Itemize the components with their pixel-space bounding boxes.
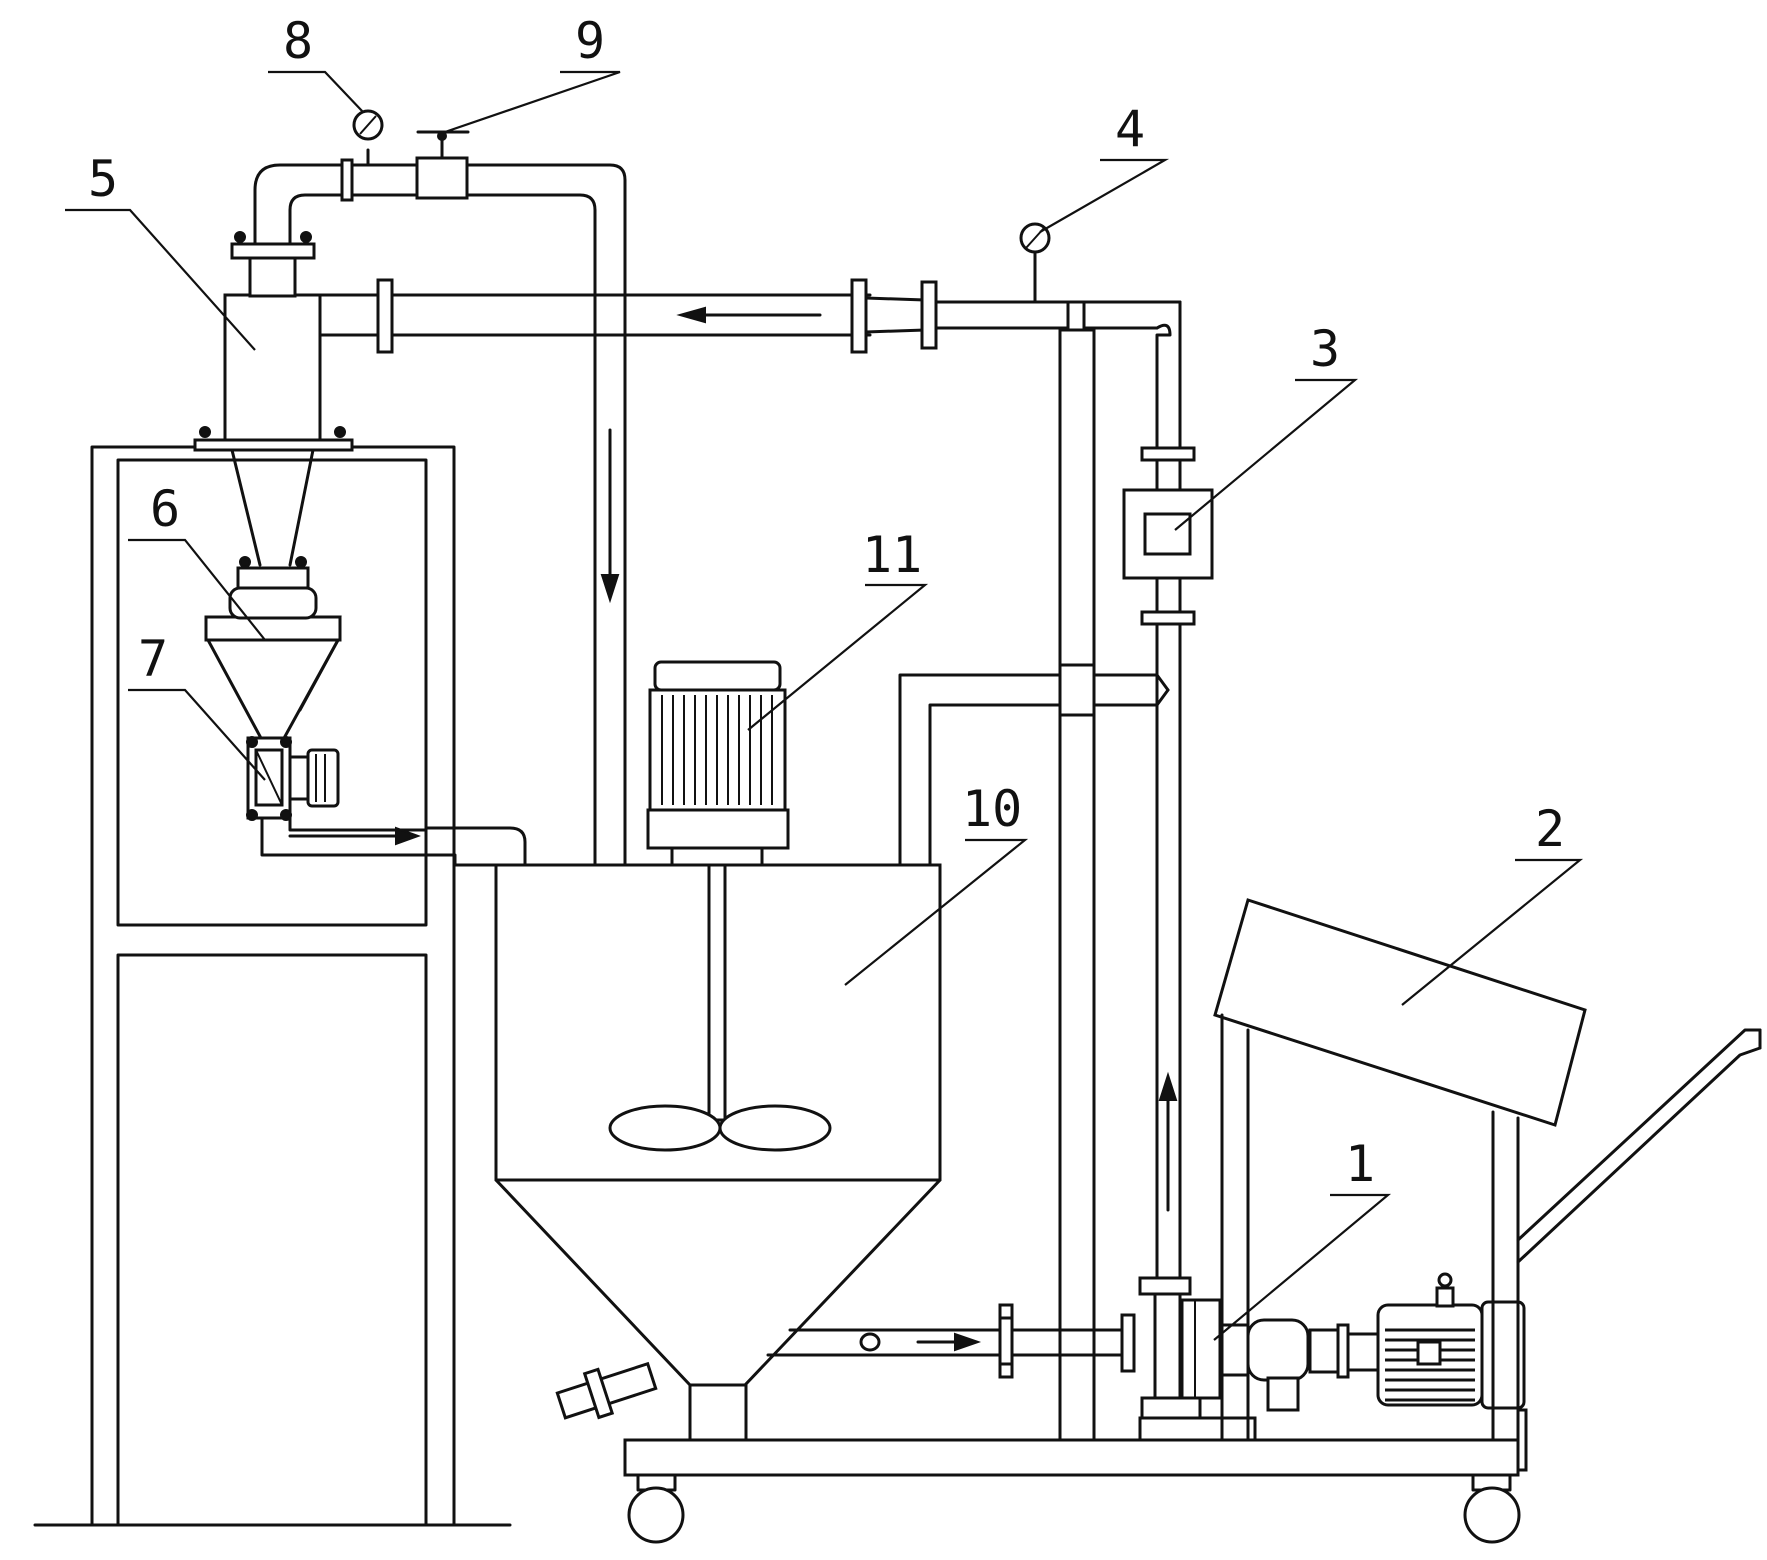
cart-handle <box>1516 1028 1762 1264</box>
agitator-motor <box>646 660 790 1122</box>
top-return-pipe <box>253 109 627 867</box>
callout-label-4: 4 <box>1115 100 1145 158</box>
callout-label-1: 1 <box>1345 1135 1375 1193</box>
callout-labels: 8 9 4 5 6 7 3 11 10 2 1 <box>88 12 1565 1193</box>
rotary-feeder <box>246 736 340 821</box>
pressure-gauge-4 <box>1019 222 1051 304</box>
callout-label-10: 10 <box>962 780 1022 838</box>
caster-wheel-left <box>627 1473 685 1544</box>
callout-label-3: 3 <box>1310 320 1340 378</box>
callout-label-9: 9 <box>575 12 605 70</box>
callout-label-7: 7 <box>138 630 168 688</box>
control-box <box>1213 898 1587 1442</box>
downflow-arrow <box>600 428 620 604</box>
feed-outlet-pipe <box>260 816 527 867</box>
cyclone-inlet-pipe <box>318 278 1182 354</box>
cart-base <box>623 1408 1528 1477</box>
support-pole <box>1058 300 1096 1444</box>
callout-label-11: 11 <box>862 526 922 584</box>
cyclone-separator <box>193 231 354 567</box>
callout-label-2: 2 <box>1535 800 1565 858</box>
caster-wheel-right <box>1463 1473 1521 1544</box>
suction-pipe <box>766 1303 1136 1379</box>
agitator-impeller <box>608 1104 832 1152</box>
tank-return-branch <box>898 663 1170 867</box>
callout-label-5: 5 <box>88 150 118 208</box>
callout-leaders <box>65 70 1584 1341</box>
transfer-pump <box>1138 1272 1526 1442</box>
callout-label-6: 6 <box>150 480 180 538</box>
riser-pipe <box>1060 300 1214 1292</box>
powder-hopper <box>204 556 342 742</box>
callout-label-8: 8 <box>283 12 313 70</box>
